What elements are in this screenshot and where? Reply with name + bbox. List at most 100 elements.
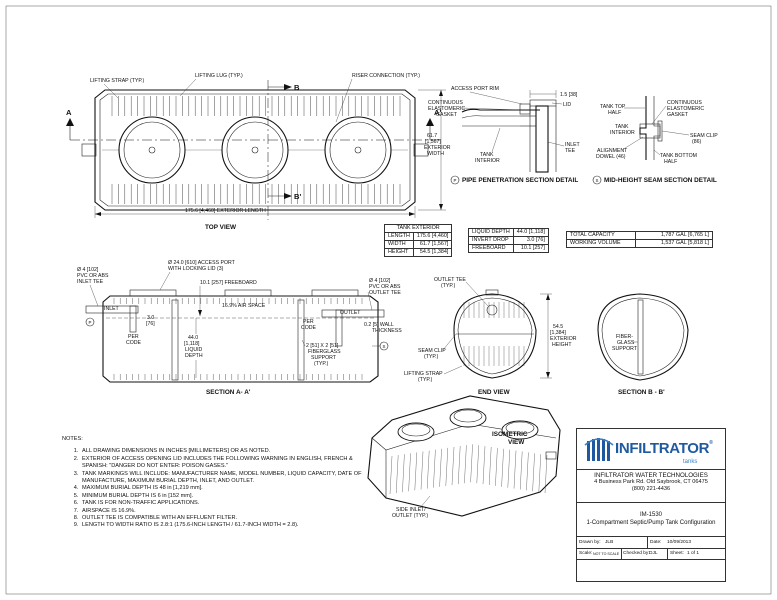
table-cell: LENGTH <box>384 232 414 241</box>
section-aa: Ø 4 [102] PVC OR ABS INLET TEE Ø 24.0 [6… <box>77 260 402 396</box>
freeboard-label: 10.1 [257] FREEBOARD <box>200 280 257 286</box>
scale-value: NOT TO SCALE <box>593 552 620 556</box>
wall-thickness-line2: THICKNESS <box>372 328 402 334</box>
checked-by-label: Checked by: <box>623 551 650 556</box>
company-logo: INFILTRATOR® tanks <box>577 429 725 470</box>
drawing-info: IM-1530 1-Compartment Septic/Pump Tank C… <box>577 503 725 537</box>
company-info: INFILTRATOR WATER TECHNOLOGIES 4 Busines… <box>577 469 725 503</box>
company-phone: (800) 221-4436 <box>631 486 671 492</box>
end-view-ribs <box>463 302 525 366</box>
drop-line1: 3.0 <box>147 315 154 321</box>
table-cell: 1,537 GAL [5,818 L] <box>635 239 713 248</box>
outlet-pipe-line3: OUTLET TEE <box>369 290 401 296</box>
logo-mark-icon <box>584 438 614 461</box>
end-seam-clip-line2: (TYP.) <box>424 354 439 360</box>
alignment-dowel-line1: ALIGNMENT <box>597 148 628 154</box>
tank-bottom-half-line1: TANK BOTTOM <box>660 153 697 159</box>
outlet-pipe-line2: PVC OR ABS <box>369 284 401 290</box>
per-code-1-line2: CODE <box>126 340 142 346</box>
sheet-border <box>5 5 772 595</box>
lifting-lug-label: LIFTING LUG (TYP.) <box>195 73 243 79</box>
table-cell: LIQUID DEPTH <box>468 228 514 237</box>
aa-inlet-pipe <box>85 305 139 314</box>
table-cell: 10.1 [257] <box>512 244 549 253</box>
seam-detail-symbol-letter: S <box>596 178 599 183</box>
seam-interior-line1: TANK <box>615 124 629 130</box>
pipe-gasket-line2: ELASTOMERIC <box>428 106 465 112</box>
list-item: LENGTH TO WIDTH RATIO IS 2.8:1 (175.6-IN… <box>80 522 362 529</box>
inlet-pipe-line3: INLET TEE <box>77 279 104 285</box>
seam-gasket-line3: GASKET <box>667 112 689 118</box>
end-height-line3: EXTERIOR <box>550 336 577 342</box>
tank-bottom-half-line2: HALF <box>664 159 677 165</box>
dim-width-value: 61.7 <box>427 133 437 139</box>
top-view: A A' B B' LIFTING STRAP (TYP.) LIFTING L… <box>66 73 451 231</box>
logo-subtitle: tanks <box>683 459 698 465</box>
liquid-depth-line3: LIQUID <box>185 347 203 353</box>
aa-outlet-pipe <box>321 309 385 318</box>
per-code-2-line1: PER <box>303 319 314 325</box>
table-cell: FREEBOARD <box>468 244 514 253</box>
outlet-stub <box>413 143 429 157</box>
dim-width-line4: WIDTH <box>427 151 444 157</box>
outlet-tee-line1: OUTLET TEE <box>434 277 466 283</box>
section-bb-title: SECTION B - B' <box>618 389 665 396</box>
pipe-gasket-line3: GASKET <box>436 112 458 118</box>
outlet-tee-line2: (TYP.) <box>441 283 456 289</box>
table-cell: HEIGHT <box>384 248 414 257</box>
table-cell: INVERT DROP <box>468 236 514 245</box>
support-line4: (TYP.) <box>314 361 329 367</box>
isometric-view: ISOMETRIC VIEW SIDE INLET/ OUTLET (TYP.) <box>367 395 561 519</box>
pipe-penetration-detail: ACCESS PORT RIM CONTINUOUS ELASTOMERIC G… <box>428 86 581 185</box>
air-space-label: 16.9% AIR SPACE <box>222 303 266 309</box>
pipe-detail-title: PIPE PENETRATION SECTION DETAIL <box>462 177 578 184</box>
inlet-pipe-line1: Ø 4 [102] <box>77 267 99 273</box>
pipe-detail-symbol <box>450 175 460 185</box>
table-cell: 3.0 [76] <box>512 236 549 245</box>
section-bb: FIBER- GLASS SUPPORT SECTION B - B' <box>597 293 689 396</box>
seam-clip-line1: SEAM CLIP <box>690 133 718 139</box>
section-mark-b-prime: B' <box>294 192 301 201</box>
support-line1: 2 [51] X 2 [51] <box>306 343 339 349</box>
top-view-title: TOP VIEW <box>205 224 237 231</box>
list-item: TANK IS FOR NON-TRAFFIC APPLICATIONS. <box>80 500 362 507</box>
bb-support-line1: FIBER- <box>616 334 633 340</box>
checked-by-value: DJL <box>649 551 658 556</box>
per-code-2-line2: CODE <box>301 325 317 331</box>
sheet-value: 1 of 1 <box>687 551 700 556</box>
pipe-interior-line2: INTERIOR <box>475 158 500 164</box>
drawn-by-label: Drawn by: <box>579 540 601 545</box>
riser-connection-label: RISER CONNECTION (TYP.) <box>352 73 420 79</box>
per-code-1-line1: PER <box>128 334 139 340</box>
title-block: INFILTRATOR® tanks INFILTRATOR WATER TEC… <box>576 428 726 582</box>
end-view-title: END VIEW <box>478 389 511 396</box>
logo-trademark: ® <box>709 440 713 446</box>
list-item: EXTERIOR OF ACCESS OPENING LID INCLUDES … <box>80 456 362 471</box>
drawing-number: IM-1530 <box>639 512 662 518</box>
end-height-line2: [1,384] <box>550 330 566 336</box>
date-value: 10/09/2013 <box>667 540 692 545</box>
sheet-label: Sheet: <box>670 551 684 556</box>
seam-detail-symbol <box>592 175 602 185</box>
pipe-gasket-line1: CONTINUOUS <box>428 100 463 106</box>
table-cell: TOTAL CAPACITY <box>566 231 636 240</box>
tank-top-half-line1: TANK TOP <box>600 104 626 110</box>
access-port-rim-label: ACCESS PORT RIM <box>451 86 499 92</box>
scale-label: Scale: <box>579 551 593 556</box>
table-cell: WIDTH <box>384 240 414 249</box>
dim-width-metric: [1,567] <box>425 139 441 145</box>
liquid-depth-line2: [1,118] <box>184 341 200 347</box>
lifting-strap-label: LIFTING STRAP (TYP.) <box>90 78 145 84</box>
table-cell: 54.5 [1,384] <box>412 248 453 257</box>
bb-support-line3: SUPPORT <box>612 346 638 352</box>
logo-name: INFILTRATOR <box>615 440 710 457</box>
